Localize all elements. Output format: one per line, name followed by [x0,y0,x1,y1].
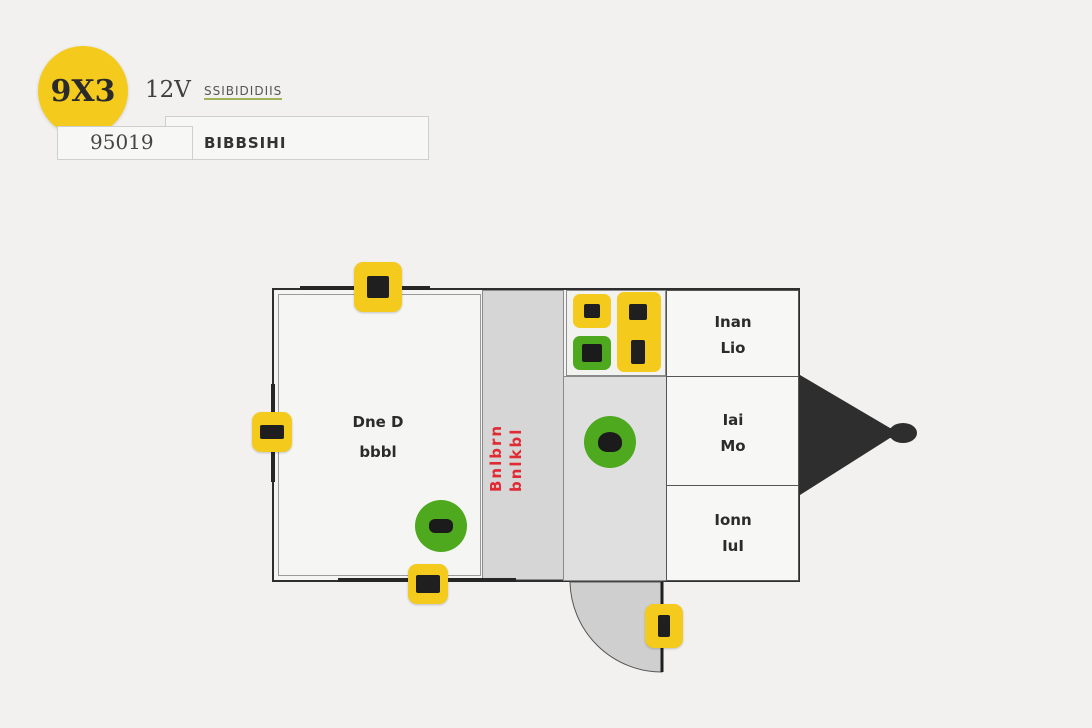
green-marker-center[interactable] [584,416,636,468]
hall-label: Bnlbrn bnlkbl [487,423,525,492]
wall-marker-left[interactable] [252,412,292,452]
right-room-mid [666,376,799,486]
main-room-label-1: Dne D [352,413,404,431]
legend: 9X3 [38,46,429,166]
right-room-bottom-label-2: IuI [722,537,744,555]
center-room [563,376,667,581]
right-room-bottom-label-1: Ionn [714,511,752,529]
hitch-icon [800,375,917,495]
green-marker-main[interactable] [415,500,467,552]
legend-row-2 [57,126,193,160]
green-outlet-icon [573,336,611,370]
legend-badge-text: 9X3 [50,73,116,109]
legend-row-2-label: 95019 [90,130,154,154]
right-room-mid-label-2: Mo [720,437,746,455]
right-room-top [666,290,799,377]
right-room-top-label-2: Lio [720,339,746,357]
panel-icon [617,292,661,372]
door-marker[interactable] [645,604,683,648]
legend-row-1-label: 12V [145,77,191,103]
legend-row-1-text: SSIBIDIDIIS [204,84,283,100]
wall-top-left [300,286,355,290]
wall-top-right [402,286,430,290]
right-room-top-label-1: Inan [714,313,752,331]
right-room-bottom [666,485,799,581]
outlet-icon [573,294,611,328]
right-room-mid-label-1: Iai [722,411,744,429]
wall-marker-bottom[interactable] [408,564,448,604]
legend-badge: 9X3 [38,46,128,136]
wall-bottom-right [446,578,516,582]
wall-bottom-left [338,578,408,582]
door-swing-icon [569,581,664,673]
main-room-label-2: bbbl [359,443,397,461]
wall-marker-top[interactable] [354,262,402,312]
legend-row-2-text: BIBBSIHI [204,134,287,152]
